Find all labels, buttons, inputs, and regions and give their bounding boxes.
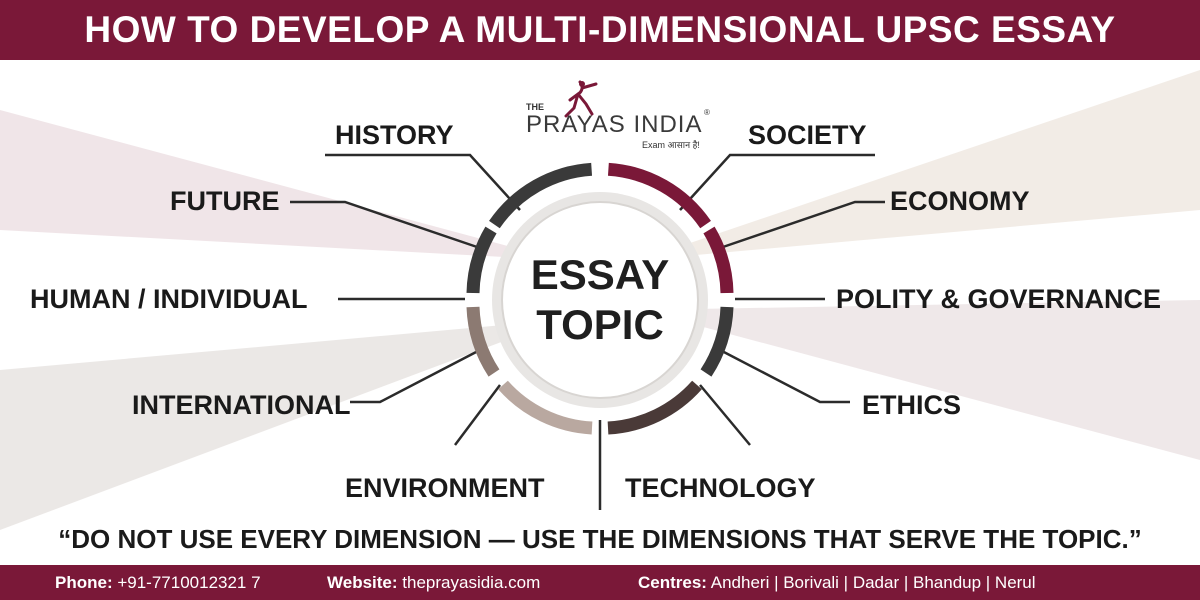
label-human-individual: HUMAN / INDIVIDUAL [30,284,308,314]
footer-phone: Phone: +91-7710012321 7 [55,573,261,593]
label-international: INTERNATIONAL [132,390,351,420]
label-history: HISTORY [335,120,454,150]
phone-label: Phone: [55,573,113,592]
logo-name: PRAYAS INDIA [526,111,703,138]
connector-environment [454,384,501,446]
connector-ethics [719,348,850,404]
connector-international [350,348,481,404]
logo-the: THE [526,102,544,112]
website-label: Website: [327,573,398,592]
phone-value[interactable]: +91-7710012321 7 [117,573,261,592]
centres-list: Andheri | Borivali | Dadar | Bhandup | N… [710,573,1036,592]
dancer-icon [564,80,598,118]
label-future: FUTURE [170,186,280,216]
background-rays [0,70,1200,530]
ring-segment-right-lower [700,306,734,377]
logo-tagline: Exam आसान है! [642,140,700,150]
centres-label: Centres: [638,573,707,592]
connector-technology [699,384,751,446]
ring-segment-top-right [607,162,711,229]
brand-logo: THE PRAYAS INDIA ® Exam आसान है! [522,78,712,158]
label-polity-governance: POLITY & GOVERNANCE [836,284,1162,314]
connector-history [325,153,521,211]
ring-segment-bottom-left [498,380,593,435]
center-line-1: ESSAY [530,251,670,298]
contact-footer: Phone: +91-7710012321 7 Website: thepray… [0,565,1200,600]
page-title: HOW TO DEVELOP A MULTI-DIMENSIONAL UPSC … [84,9,1116,50]
guidance-quote: “DO NOT USE EVERY DIMENSION — USE THE DI… [58,524,1142,554]
label-ethics: ETHICS [862,390,962,420]
label-economy: ECONOMY [890,186,1030,216]
center-line-2: TOPIC [536,301,664,348]
connector-economy [719,200,885,250]
logo-registered: ® [704,108,710,117]
ring-segment-left-lower [466,306,500,377]
center-circle [501,201,699,399]
footer-website: Website: theprayasidia.com [327,573,540,593]
ring-segment-right-upper [703,226,734,294]
label-environment: ENVIRONMENT [345,473,545,503]
ring-segment-left-upper [466,226,497,294]
ring-segment-top-left [489,162,593,229]
website-link[interactable]: theprayasidia.com [402,573,541,592]
ring-segment-bottom-right [607,380,702,435]
essay-topic-label: ESSAY TOPIC [515,250,685,350]
footer-centres: Centres: Andheri | Borivali | Dadar | Bh… [638,573,1036,593]
connector-society [679,153,875,211]
label-technology: TECHNOLOGY [625,473,816,503]
title-banner: HOW TO DEVELOP A MULTI-DIMENSIONAL UPSC … [0,0,1200,60]
connector-future [290,200,481,250]
label-society: SOCIETY [748,120,867,150]
